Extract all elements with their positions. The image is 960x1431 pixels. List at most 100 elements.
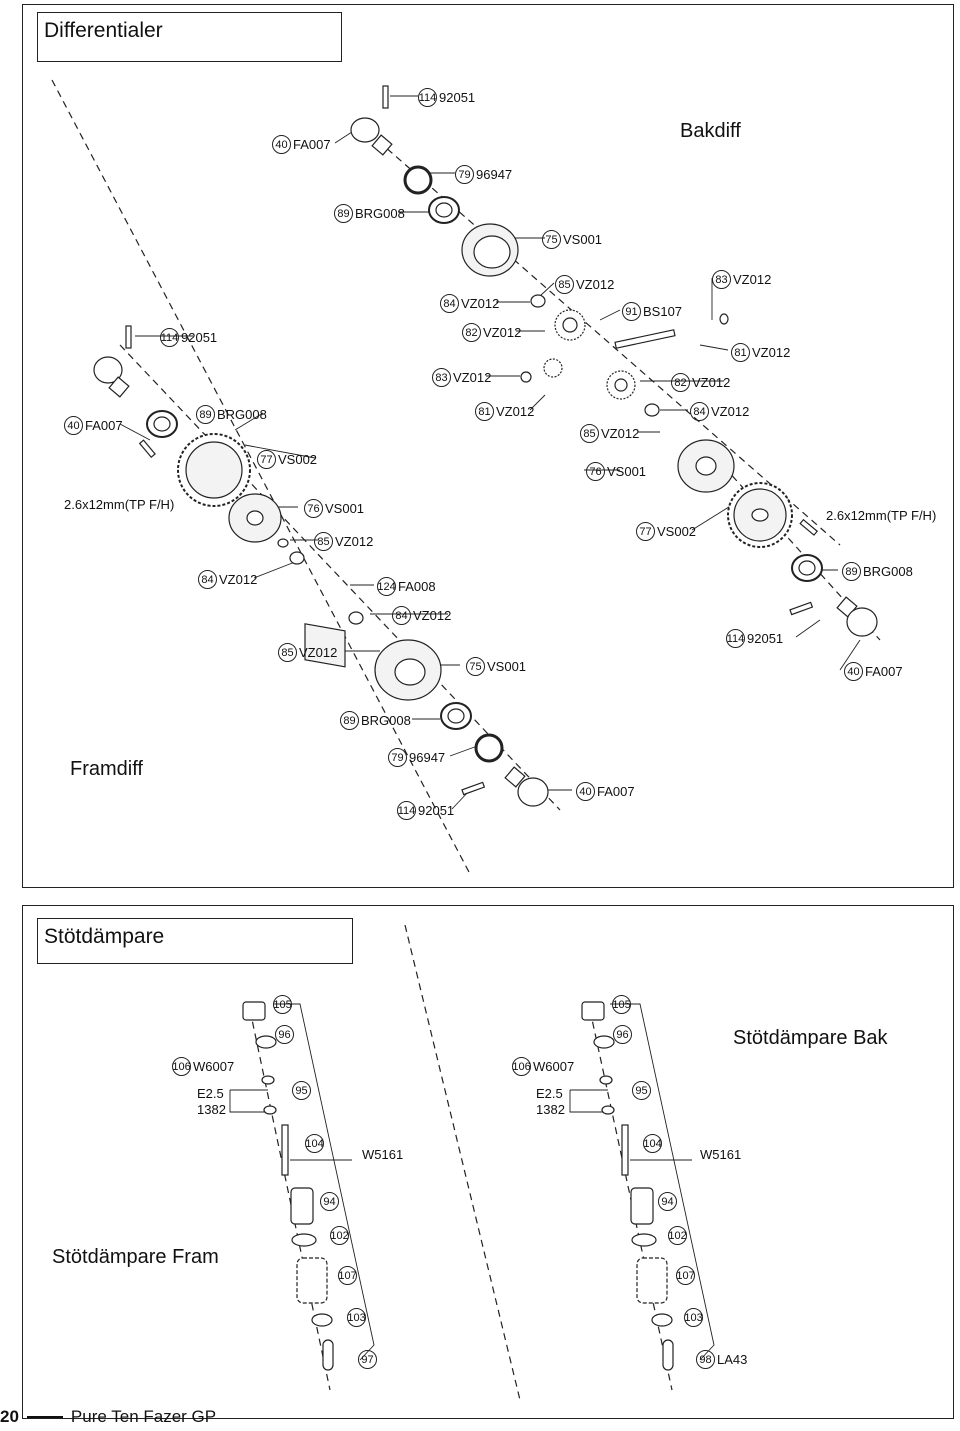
callout-number: 84 — [440, 294, 459, 313]
part-number: BRG008 — [355, 206, 405, 221]
o-ring-part — [403, 165, 433, 195]
shock-shaft-part — [281, 1124, 289, 1176]
spring-retainer-part — [651, 1313, 673, 1327]
callout-number: 85 — [278, 643, 297, 662]
part-number: VZ012 — [219, 572, 258, 587]
shock-shaft-part — [621, 1124, 629, 1176]
washer-part — [644, 403, 660, 417]
bearing-part — [428, 196, 460, 224]
callout-number: 82 — [462, 323, 481, 342]
callout-number: 75 — [466, 657, 485, 676]
callout-number: 114 — [160, 328, 179, 347]
diff-case-part — [461, 223, 519, 277]
callout-number: 77 — [636, 522, 655, 541]
callout-number: 76 — [304, 499, 323, 518]
callout-number: 84 — [198, 570, 217, 589]
part-number: VS002 — [657, 524, 697, 539]
shock-spring-part — [636, 1257, 668, 1304]
callout-102-right: 102 — [668, 1226, 687, 1245]
callout-number: 89 — [196, 405, 215, 424]
callout-104-right: 104 — [643, 1134, 662, 1153]
washer-part — [719, 313, 729, 325]
callout-number: 82 — [671, 373, 690, 392]
washer-part — [348, 611, 364, 625]
shock-body-part — [290, 1187, 314, 1225]
pin-part — [461, 781, 486, 796]
callout-number: 84 — [690, 402, 709, 421]
callout-95-left: 95 — [292, 1081, 311, 1100]
part-number: VS001 — [325, 501, 365, 516]
part-number: VZ012 — [752, 345, 791, 360]
shock-cap-part — [291, 1233, 317, 1247]
callout-107-left: 107 — [338, 1266, 357, 1285]
washer-part — [530, 294, 546, 308]
callout-number: 40 — [64, 416, 83, 435]
shock-right-parts — [581, 1001, 674, 1371]
callout-number: 85 — [580, 424, 599, 443]
part-number: VZ012 — [601, 426, 640, 441]
callout-96-right: 96 — [613, 1025, 632, 1044]
callout-number: 89 — [842, 562, 861, 581]
shock-panel — [22, 905, 954, 1419]
e-clip-part — [599, 1075, 613, 1085]
callout-number: 114 — [397, 801, 416, 820]
callout-107-right: 107 — [676, 1266, 695, 1285]
shock-membrane-part — [593, 1035, 615, 1049]
screw-spec-right: 2.6x12mm(TP F/H) — [826, 508, 937, 523]
rear-diff-axis — [359, 124, 841, 546]
shock-axis-left — [249, 1009, 331, 1391]
e-clip-number-right: 1382 — [536, 1102, 565, 1117]
callout-94-right: 94 — [658, 1192, 677, 1211]
shock-title: Stötdämpare — [37, 918, 353, 964]
shock-left-parts — [242, 1001, 334, 1371]
callout-number: 114 — [726, 629, 745, 648]
callout-96-left: 96 — [275, 1025, 294, 1044]
shock-rear-label: Stötdämpare Bak — [733, 1027, 888, 1049]
callout-number: 114 — [418, 88, 437, 107]
part-number: VS001 — [607, 464, 647, 479]
callout-number: 89 — [334, 204, 353, 223]
shaft-part-number-right: W5161 — [700, 1147, 742, 1162]
o-ring-part — [474, 733, 504, 763]
e-clip-part — [263, 1105, 277, 1115]
callout-104-left: 104 — [305, 1134, 324, 1153]
part-number: 92051 — [439, 90, 476, 105]
callout-number: 79 — [388, 748, 407, 767]
differential-panel — [22, 4, 954, 888]
screw-part — [799, 518, 819, 536]
shock-membrane-part — [255, 1035, 277, 1049]
part-number: VZ012 — [299, 645, 338, 660]
callout-number: 40 — [844, 662, 863, 681]
footer-rule — [26, 1416, 63, 1418]
callout-number: 40 — [272, 135, 291, 154]
center-cross-part — [304, 623, 346, 668]
pinion-gear-part — [543, 358, 563, 378]
part-number: VZ012 — [413, 608, 452, 623]
shock-divider-line — [404, 924, 521, 1401]
outdrive-cup-part — [93, 356, 130, 398]
page-number: 20 — [0, 1407, 19, 1426]
shock-front-label: Stötdämpare Fram — [52, 1246, 219, 1268]
part-number: 96947 — [476, 167, 513, 182]
part-number: 96947 — [409, 750, 446, 765]
differential-title: Differentialer — [37, 12, 342, 62]
part-number: VZ012 — [453, 370, 492, 385]
